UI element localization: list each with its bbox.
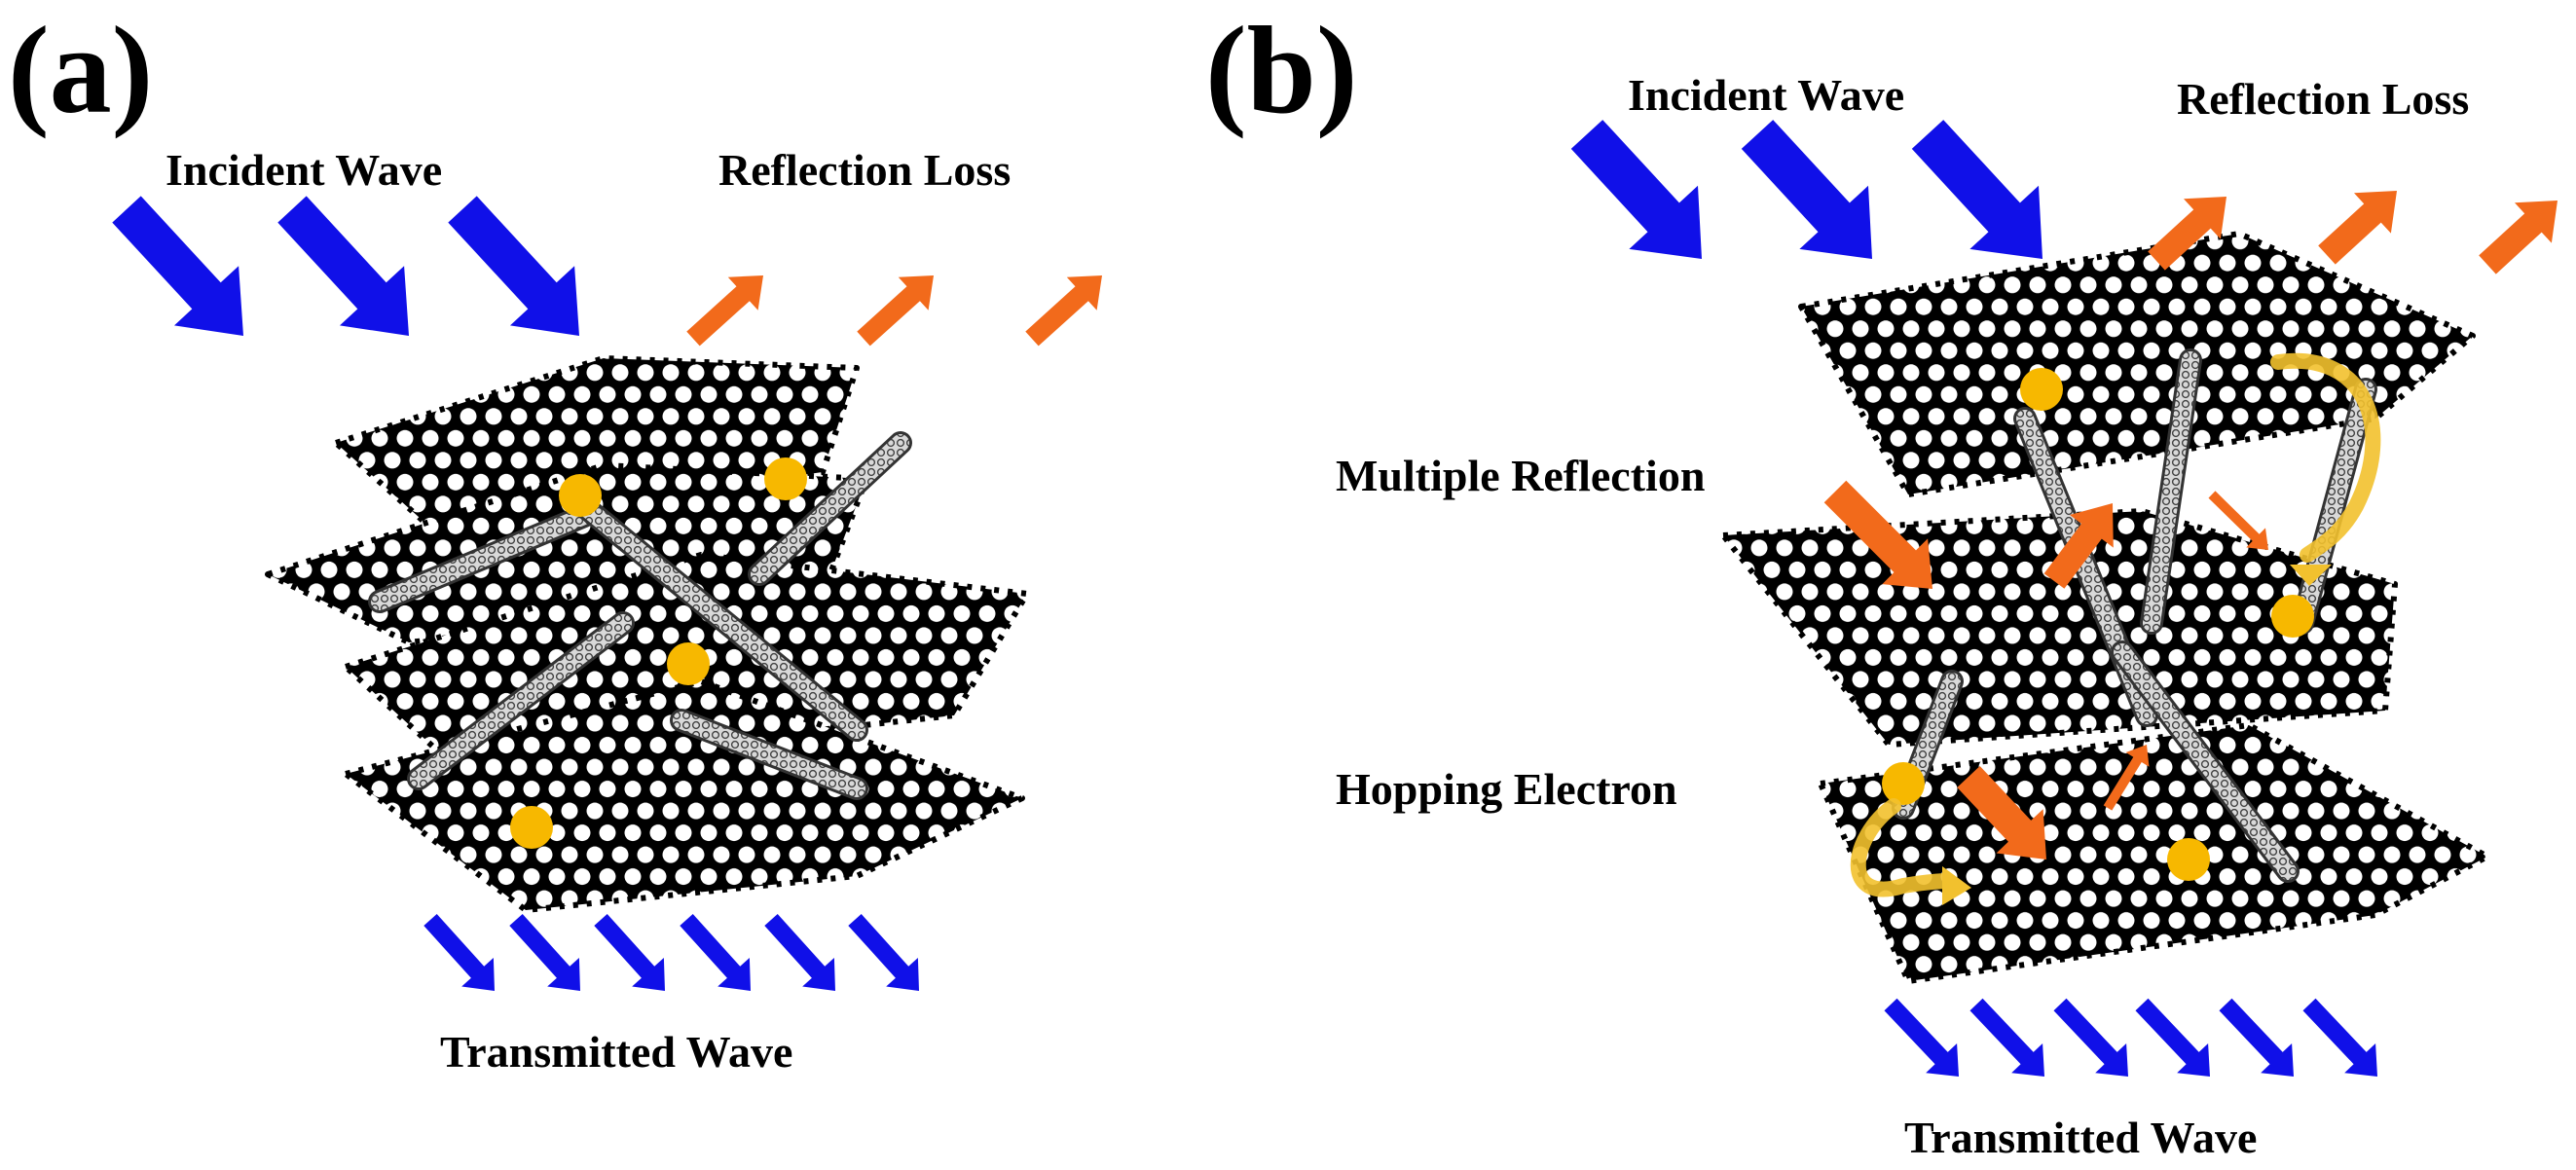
transmitted-wave-arrow bbox=[764, 914, 835, 991]
reflection-loss-arrow bbox=[1025, 275, 1102, 347]
panel-a-incident-wave-label: Incident Wave bbox=[166, 145, 443, 195]
multiple-reflection-arrow bbox=[2208, 491, 2268, 550]
transmitted-wave-arrow bbox=[848, 914, 919, 991]
panel-b-reflection-loss-label: Reflection Loss bbox=[2177, 74, 2470, 124]
electrons-layer bbox=[510, 368, 2314, 881]
electron-dot bbox=[2271, 595, 2314, 638]
panel-a-reflection-loss-label: Reflection Loss bbox=[718, 145, 1012, 195]
panel-a-label: (a) bbox=[8, 1, 154, 139]
hop-arrow bbox=[2270, 352, 2381, 586]
incident-wave-arrow bbox=[112, 196, 243, 336]
wave-arrows-layer bbox=[112, 120, 2558, 1077]
panel-b-transmitted-wave-label: Transmitted Wave bbox=[1904, 1113, 2258, 1162]
electron-dot bbox=[559, 474, 602, 517]
reflection-loss-arrow bbox=[2148, 197, 2226, 271]
carbon-nanotube bbox=[2111, 640, 2300, 883]
electron-dot bbox=[764, 457, 807, 500]
carbon-nanotube bbox=[670, 709, 868, 800]
reflection-loss-arrow bbox=[857, 275, 934, 347]
transmitted-wave-arrow bbox=[423, 914, 495, 991]
panel-b-label: (b) bbox=[1205, 1, 1358, 139]
transmitted-wave-arrow bbox=[680, 914, 751, 991]
carbon-nanotube bbox=[2140, 348, 2202, 635]
incident-wave-arrow bbox=[277, 196, 409, 336]
electron-dot bbox=[2020, 368, 2063, 411]
carbon-nanotube bbox=[748, 431, 912, 586]
electron-dot bbox=[1882, 762, 1925, 805]
transmitted-wave-arrow bbox=[509, 914, 580, 991]
incident-wave-arrow bbox=[448, 196, 579, 336]
panel-b-multiple-reflection-label: Multiple Reflection bbox=[1336, 451, 1706, 500]
panel-a-transmitted-wave-label: Transmitted Wave bbox=[440, 1027, 793, 1077]
reflection-loss-arrow bbox=[2479, 201, 2558, 274]
multiple-reflection-arrow bbox=[2043, 503, 2114, 589]
incident-wave-arrow bbox=[1911, 120, 2042, 259]
transmitted-wave-arrow bbox=[594, 914, 665, 991]
carbon-nanotube bbox=[407, 611, 635, 790]
hop-arrow bbox=[1850, 798, 1971, 905]
transmitted-wave-arrow bbox=[1969, 998, 2044, 1077]
electron-dot bbox=[2167, 838, 2210, 881]
multiple-reflection-arrow bbox=[2103, 745, 2150, 811]
electron-dot bbox=[667, 642, 710, 685]
incident-wave-arrow bbox=[1570, 120, 1702, 259]
carbon-nanotube bbox=[572, 494, 868, 742]
transmitted-wave-arrow bbox=[1884, 998, 1959, 1077]
transmitted-wave-arrow bbox=[2053, 998, 2128, 1077]
electron-dot bbox=[510, 806, 553, 849]
carbon-nanotube bbox=[2291, 378, 2377, 635]
transmitted-wave-arrow bbox=[2219, 998, 2294, 1077]
multiple-reflection-arrow bbox=[1823, 480, 1932, 589]
transmitted-wave-arrow bbox=[2135, 998, 2210, 1077]
nanotubes-layer bbox=[368, 348, 2377, 883]
incident-wave-arrow bbox=[1741, 120, 1872, 259]
reflection-loss-arrow bbox=[686, 275, 763, 347]
reflection-loss-arrow bbox=[2318, 191, 2397, 265]
carbon-nanotube bbox=[368, 504, 596, 613]
hop-arrows-layer bbox=[1850, 352, 2381, 905]
panel-b-incident-wave-label: Incident Wave bbox=[1628, 70, 1905, 120]
transmitted-wave-arrow bbox=[2302, 998, 2377, 1077]
multiple-reflection-arrow bbox=[1957, 766, 2046, 859]
panel-b-hopping-electron-label: Hopping Electron bbox=[1336, 764, 1677, 814]
